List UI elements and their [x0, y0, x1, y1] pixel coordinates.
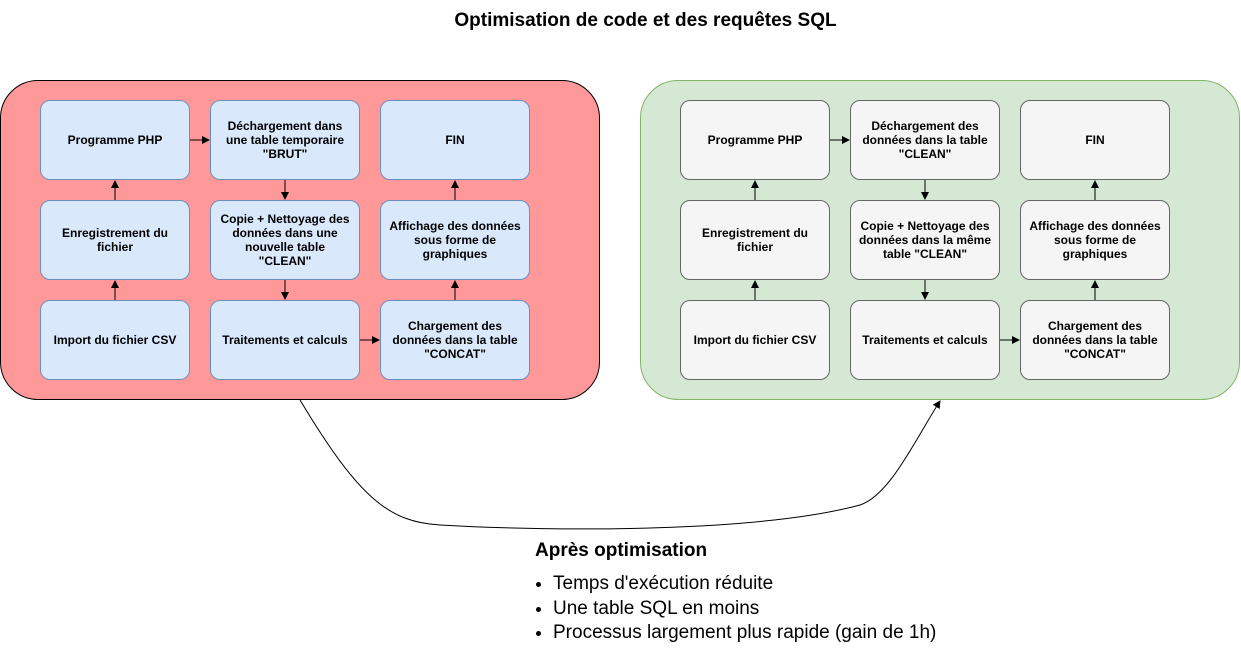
- after-node-affichage: Affichage des données sous forme de grap…: [1020, 200, 1170, 280]
- after-node-enregistrement: Enregistrement du fichier: [680, 200, 830, 280]
- before-node-dechargement: Déchargement dans une table temporaire "…: [210, 100, 360, 180]
- after-node-dechargement: Déchargement des données dans la table "…: [850, 100, 1000, 180]
- notes-item: Temps d'exécution réduite: [553, 572, 1155, 597]
- after-node-programme-php: Programme PHP: [680, 100, 830, 180]
- before-node-chargement: Chargement des données dans la table "CO…: [380, 300, 530, 380]
- after-node-fin: FIN: [1020, 100, 1170, 180]
- after-node-copie-nettoyage: Copie + Nettoyage des données dans la mê…: [850, 200, 1000, 280]
- after-node-import-csv: Import du fichier CSV: [680, 300, 830, 380]
- before-node-enregistrement: Enregistrement du fichier: [40, 200, 190, 280]
- notes-list: Temps d'exécution réduite Une table SQL …: [535, 572, 1155, 646]
- before-node-traitements: Traitements et calculs: [210, 300, 360, 380]
- optimisation-notes: Après optimisation Temps d'exécution réd…: [535, 540, 1155, 646]
- before-node-programme-php: Programme PHP: [40, 100, 190, 180]
- after-node-traitements: Traitements et calculs: [850, 300, 1000, 380]
- before-node-import-csv: Import du fichier CSV: [40, 300, 190, 380]
- before-node-copie-nettoyage: Copie + Nettoyage des données dans une n…: [210, 200, 360, 280]
- diagram-title: Optimisation de code et des requêtes SQL: [454, 10, 837, 31]
- notes-item: Une table SQL en moins: [553, 597, 1155, 622]
- notes-item: Processus largement plus rapide (gain de…: [553, 621, 1155, 646]
- before-node-affichage: Affichage des données sous forme de grap…: [380, 200, 530, 280]
- optimisation-transition-arrow: [299, 399, 941, 530]
- notes-heading: Après optimisation: [535, 540, 708, 561]
- after-node-chargement: Chargement des données dans la table "CO…: [1020, 300, 1170, 380]
- before-node-fin: FIN: [380, 100, 530, 180]
